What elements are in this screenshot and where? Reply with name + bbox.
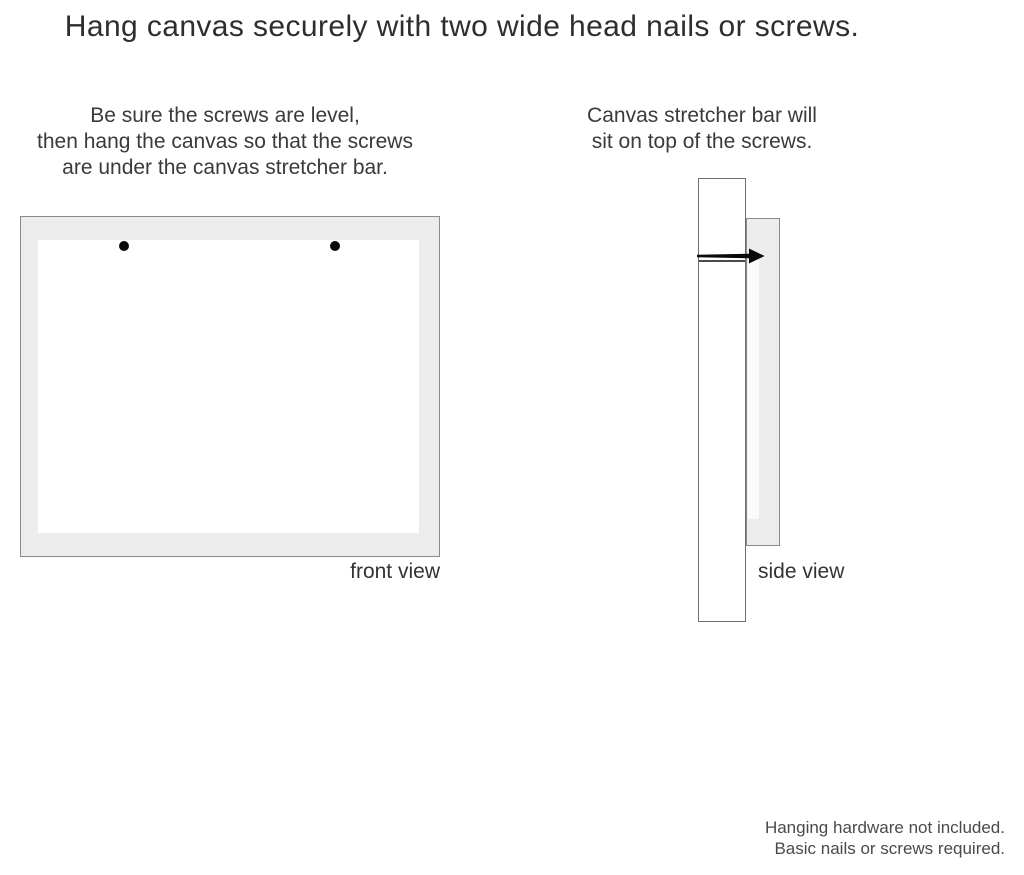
instruction-line: Canvas stretcher bar will — [587, 104, 817, 127]
footnote-line: Hanging hardware not included. — [764, 818, 1005, 837]
page-title: Hang canvas securely with two wide head … — [64, 10, 860, 43]
instruction-line: then hang the canvas so that the screws — [37, 130, 413, 153]
screw-dot-right-icon — [330, 241, 340, 251]
instruction-line: are under the canvas stretcher bar. — [62, 156, 388, 179]
front-view-label: front view — [350, 560, 440, 583]
canvas-surface-front — [38, 240, 419, 533]
side-view-instruction: Canvas stretcher bar will sit on top of … — [587, 103, 817, 155]
nail-icon — [697, 248, 765, 264]
instruction-line: Be sure the screws are level, — [90, 104, 360, 127]
canvas-surface-side — [748, 256, 759, 519]
stretcher-bar-seam — [699, 260, 745, 262]
stretcher-bar-side — [698, 178, 746, 622]
screw-dot-left-icon — [119, 241, 129, 251]
instruction-line: sit on top of the screws. — [591, 130, 813, 153]
footnote-line: Basic nails or screws required. — [774, 839, 1005, 858]
hardware-footnote: Hanging hardware not included. Basic nai… — [765, 817, 1005, 859]
side-view-label: side view — [758, 560, 845, 583]
front-view-instruction: Be sure the screws are level, then hang … — [37, 103, 413, 181]
